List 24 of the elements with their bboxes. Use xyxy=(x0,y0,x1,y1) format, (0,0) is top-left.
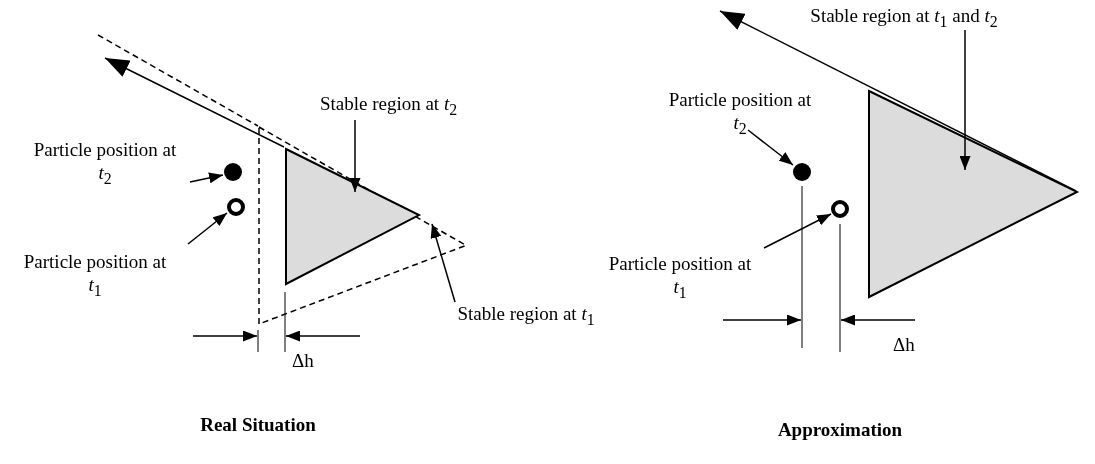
dimension-label: Δh xyxy=(292,350,314,372)
annotation-label: Stable region at t$_{1}$ and t$_{2}$ xyxy=(718,4,1090,30)
leader-arrow xyxy=(430,223,456,303)
leader-arrow xyxy=(187,212,228,245)
leader-arrow xyxy=(747,129,794,166)
annotation-label: Particle position at t$_{2}$ xyxy=(30,138,180,188)
leader-arrow xyxy=(189,172,224,184)
annotation-label: Stable region at t$_{2}$ xyxy=(296,92,481,118)
leader-arrow xyxy=(349,119,361,193)
leader-arrow xyxy=(959,29,971,171)
particle-ring xyxy=(227,198,245,216)
particle-dot xyxy=(793,163,811,181)
annotation-label: Particle position at t$_{2}$ xyxy=(665,88,815,138)
annotation-label: Particle position at t$_{1}$ xyxy=(605,252,755,302)
annotation-label: Particle position at t$_{1}$ xyxy=(20,250,170,300)
panel-title: Approximation xyxy=(777,419,903,441)
dimension-label: Δh xyxy=(893,334,915,356)
particle-dot xyxy=(224,163,242,181)
leader-arrow xyxy=(763,213,832,249)
particle-ring xyxy=(831,200,849,218)
stable-region-triangle xyxy=(285,148,420,285)
panel-title: Real Situation xyxy=(200,414,316,436)
stable-region-triangle xyxy=(868,90,1078,298)
annotation-label: Stable region at t$_{1}$ xyxy=(436,302,616,328)
